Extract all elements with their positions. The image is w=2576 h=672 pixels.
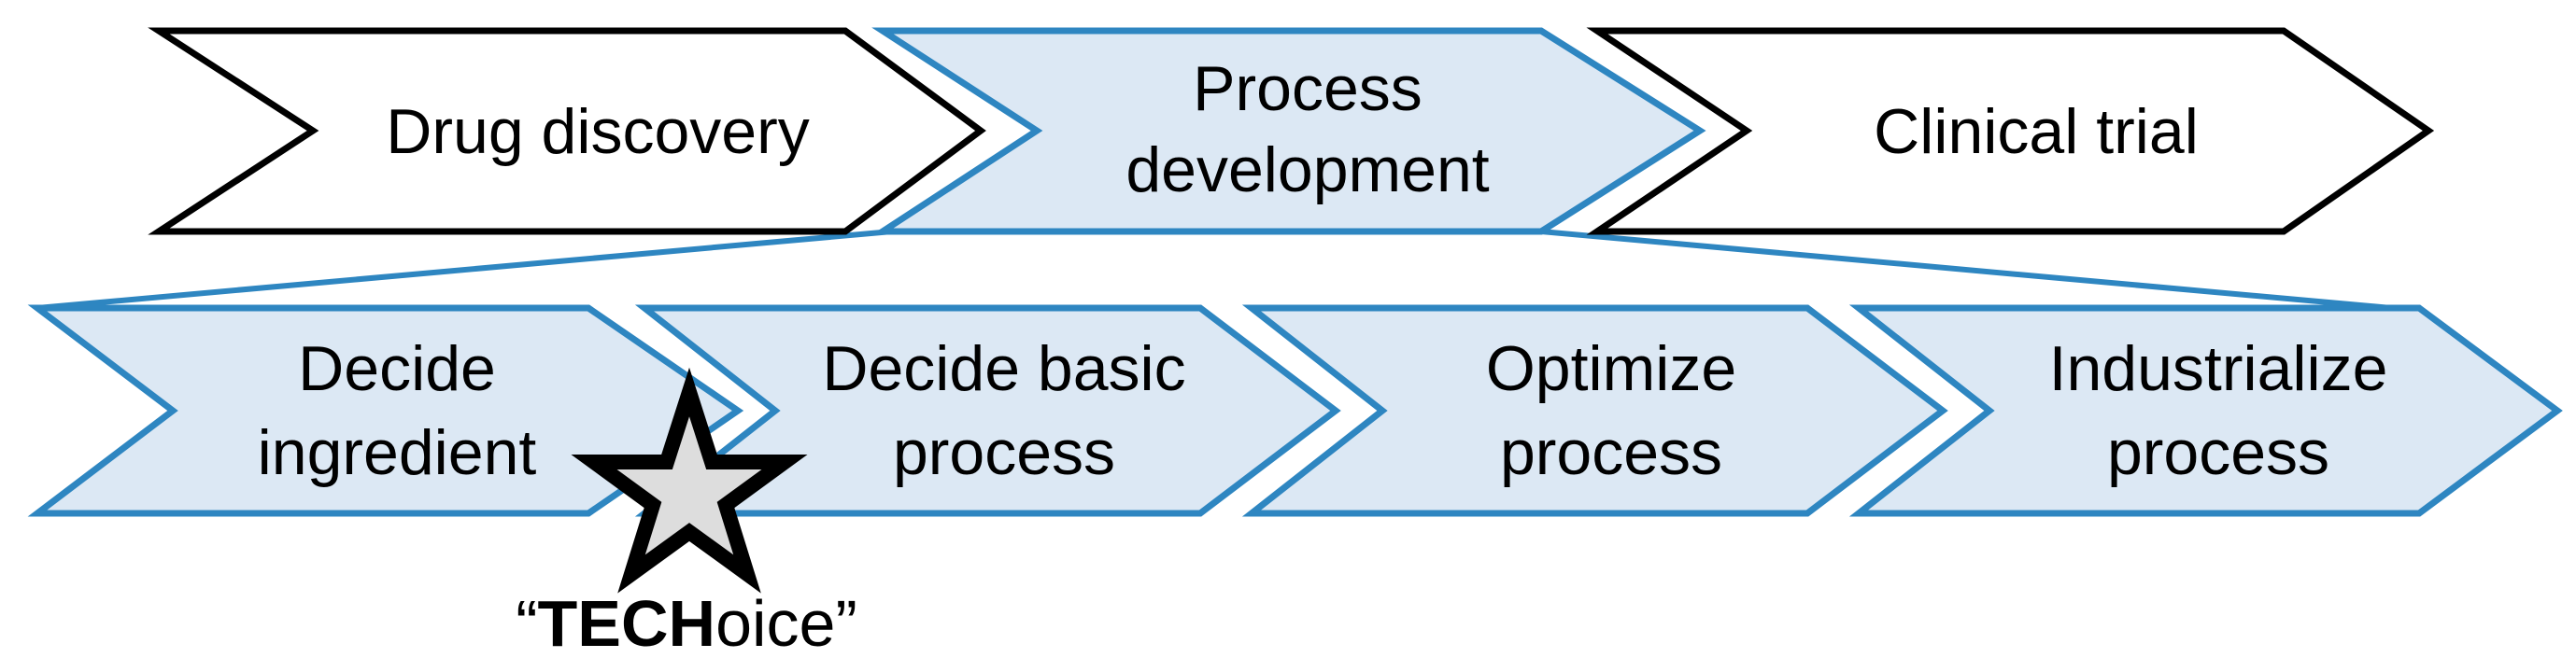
svg-text:Decide basic: Decide basic <box>822 333 1185 404</box>
caption-open-quote: “ <box>516 587 537 660</box>
chevron-shape <box>1848 304 2563 517</box>
chevron-label-line-2: process <box>2107 417 2329 488</box>
chevron-label-line-1: Optimize <box>1486 333 1736 404</box>
chevron-label-line-1: Industrialize <box>2049 333 2388 404</box>
chevron-label: Drug discovery <box>386 96 810 167</box>
svg-text:process: process <box>2107 417 2329 488</box>
chevron-label-line-2: development <box>1125 134 1489 205</box>
caption-bold: TECH <box>538 587 716 660</box>
chevron-label-line-1: Process <box>1193 53 1422 124</box>
caption-rest: oice” <box>715 587 857 660</box>
chevron-label-line-2: ingredient <box>258 417 537 488</box>
chevron-label-line-2: process <box>893 417 1115 488</box>
chevron-label-line-2: process <box>1500 417 1722 488</box>
svg-text:process: process <box>893 417 1115 488</box>
chevron-label-line-1: Decide basic <box>822 333 1185 404</box>
svg-text:Optimize: Optimize <box>1486 333 1736 404</box>
chevron-label: Clinical trial <box>1874 96 2199 167</box>
chevron-shape <box>27 304 744 517</box>
svg-text:Clinical trial: Clinical trial <box>1874 96 2199 167</box>
svg-text:Drug discovery: Drug discovery <box>386 96 810 167</box>
svg-text:process: process <box>1500 417 1722 488</box>
marker-caption: “TECHoice” <box>516 587 857 660</box>
top-chevron-process-development: Process development <box>871 27 1706 235</box>
star-icon <box>571 367 808 594</box>
connector-line-right <box>1540 229 2392 311</box>
bottom-chevron-decide-ingredient: Decide ingredient <box>27 304 744 517</box>
top-chevron-drug-discovery: Drug discovery <box>148 27 986 235</box>
bottom-chevron-industrialize-process: Industrialize process <box>1848 304 2563 517</box>
svg-text:development: development <box>1125 134 1489 205</box>
chevron-shape <box>871 27 1706 235</box>
chevron-shape <box>1241 304 1948 517</box>
svg-text:Industrialize: Industrialize <box>2049 333 2388 404</box>
chevron-shape <box>148 27 986 235</box>
chevron-shape <box>634 304 1341 517</box>
svg-text:Decide: Decide <box>298 333 496 404</box>
chevron-shape <box>1586 27 2435 235</box>
bottom-chevron-optimize-process: Optimize process <box>1241 304 1948 517</box>
bottom-chevron-decide-basic-process: Decide basic process <box>634 304 1341 517</box>
svg-text:ingredient: ingredient <box>258 417 537 488</box>
svg-text:Process: Process <box>1193 53 1422 124</box>
top-chevron-clinical-trial: Clinical trial <box>1586 27 2435 235</box>
connector-line-left <box>36 229 893 311</box>
chevron-label-line-1: Decide <box>298 333 496 404</box>
